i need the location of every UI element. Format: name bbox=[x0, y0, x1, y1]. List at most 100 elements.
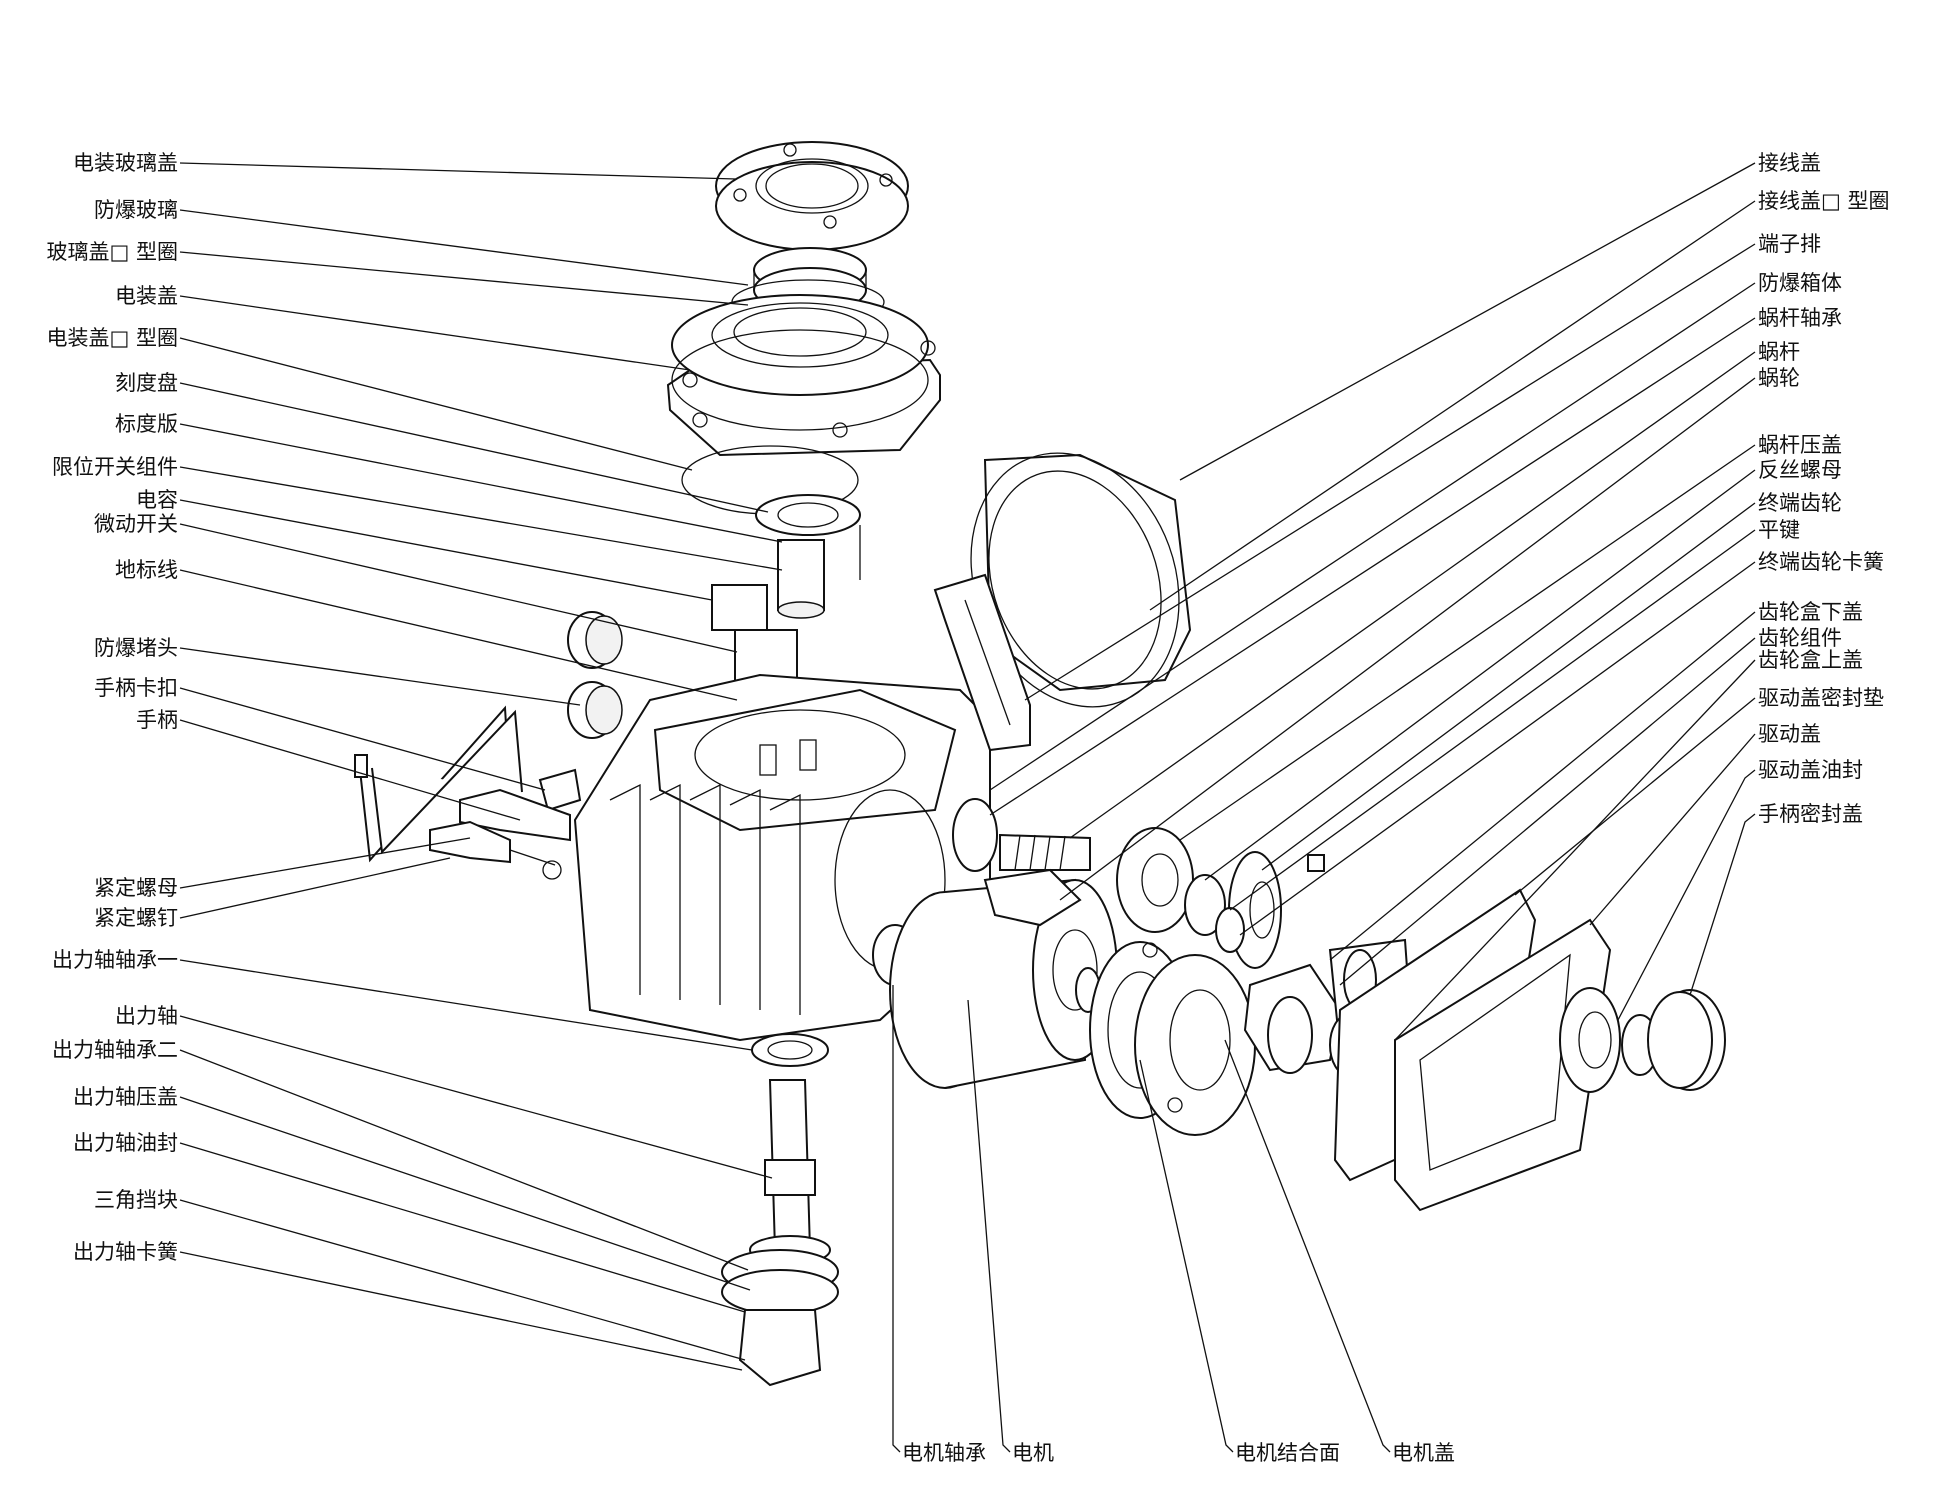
leader-b01 bbox=[892, 985, 901, 1453]
leader-r01 bbox=[1179, 162, 1756, 481]
label-electrical-glass-cover: 电装玻璃盖 bbox=[73, 151, 178, 175]
leader-l13 bbox=[179, 687, 546, 791]
worm-drawing bbox=[952, 798, 1226, 936]
leader-r12 bbox=[1239, 561, 1756, 936]
glass-cover-drawing bbox=[715, 141, 909, 251]
leader-r19 bbox=[1689, 813, 1756, 996]
label-electrical-cover: 电装盖 bbox=[115, 284, 178, 308]
leader-l20 bbox=[179, 1096, 751, 1291]
label-scale-plate: 标度版 bbox=[115, 412, 178, 436]
leader-l18 bbox=[179, 1015, 773, 1179]
label-terminal-gear: 终端齿轮 bbox=[1758, 491, 1842, 515]
label-dial: 刻度盘 bbox=[115, 371, 178, 395]
label-motor: 电机 bbox=[1012, 1441, 1054, 1465]
label-terminal-block: 端子排 bbox=[1758, 232, 1821, 256]
leader-r07 bbox=[1059, 377, 1756, 901]
label-wiring-cover: 接线盖 bbox=[1758, 151, 1821, 175]
label-worm: 蜗杆 bbox=[1758, 340, 1800, 364]
label-output-shaft-circlip: 出力轴卡簧 bbox=[73, 1240, 178, 1264]
label-set-screw: 紧定螺钉 bbox=[94, 906, 178, 930]
leader-l02 bbox=[179, 209, 749, 286]
label-glass-cover-o-ring: 玻璃盖□ 型圈 bbox=[46, 240, 178, 264]
label-output-shaft-bearing-1: 出力轴轴承一 bbox=[52, 948, 178, 972]
leader-b02 bbox=[967, 999, 1011, 1453]
leader-l21 bbox=[179, 1142, 746, 1313]
label-lock-nut: 紧定螺母 bbox=[94, 876, 178, 900]
main-housing-drawing bbox=[573, 673, 991, 1042]
leader-r16 bbox=[1514, 697, 1756, 896]
leader-r09 bbox=[1204, 469, 1756, 881]
leader-b03 bbox=[1139, 1059, 1234, 1453]
leader-l23 bbox=[179, 1251, 743, 1371]
label-output-shaft: 出力轴 bbox=[115, 1004, 178, 1028]
label-capacitor: 电容 bbox=[136, 488, 178, 512]
output-shaft-drawing bbox=[721, 1033, 839, 1387]
leader-l11 bbox=[179, 569, 738, 701]
label-flat-key: 平键 bbox=[1758, 518, 1800, 542]
label-micro-switch: 微动开关 bbox=[94, 512, 178, 536]
leader-r05 bbox=[989, 317, 1756, 816]
leader-r15 bbox=[1394, 659, 1756, 1041]
label-output-shaft-bearing-2: 出力轴轴承二 bbox=[52, 1038, 178, 1062]
leader-l17 bbox=[179, 959, 753, 1051]
leader-r14 bbox=[1339, 637, 1756, 986]
motor-drawing bbox=[889, 878, 1118, 1089]
label-motor-joint-face: 电机结合面 bbox=[1235, 1441, 1340, 1465]
label-triangle-stop: 三角挡块 bbox=[94, 1188, 178, 1212]
dial-and-limit-switch-drawing bbox=[711, 494, 861, 720]
leader-l16 bbox=[179, 857, 451, 919]
leader-l06 bbox=[179, 382, 769, 513]
label-explosion-proof-box: 防爆箱体 bbox=[1758, 271, 1842, 295]
label-ground-wire: 地标线 bbox=[115, 558, 178, 582]
label-explosion-proof-plug: 防爆堵头 bbox=[94, 636, 178, 660]
leader-r08 bbox=[1179, 444, 1756, 841]
actuator-parts bbox=[354, 141, 1726, 1387]
label-worm-gland: 蜗杆压盖 bbox=[1758, 433, 1842, 457]
leader-r02 bbox=[1149, 200, 1756, 611]
leader-l09 bbox=[179, 499, 713, 601]
leader-r04 bbox=[989, 282, 1756, 791]
drive-cover-drawing bbox=[1333, 888, 1726, 1212]
part-labels: 电装玻璃盖 防爆玻璃 玻璃盖□ 型圈 电装盖 电装盖□ 型圈 刻度盘 标度版 限… bbox=[46, 151, 1889, 1465]
label-handle-clip: 手柄卡扣 bbox=[94, 676, 178, 700]
handle-drawing bbox=[354, 705, 582, 863]
leader-l01 bbox=[179, 162, 737, 180]
label-terminal-gear-circlip: 终端齿轮卡簧 bbox=[1758, 550, 1884, 574]
electrical-cover-drawing bbox=[666, 294, 941, 457]
label-output-shaft-gland: 出力轴压盖 bbox=[73, 1085, 178, 1109]
label-electrical-cover-o-ring: 电装盖□ 型圈 bbox=[46, 326, 178, 350]
leader-l04 bbox=[179, 295, 691, 371]
label-wiring-cover-o-ring: 接线盖□ 型圈 bbox=[1758, 189, 1890, 213]
leader-l14 bbox=[179, 719, 521, 821]
label-output-shaft-oil-seal: 出力轴油封 bbox=[73, 1131, 178, 1155]
leader-r17 bbox=[1589, 733, 1756, 926]
label-reverse-thread-nut: 反丝螺母 bbox=[1758, 458, 1842, 482]
label-drive-cover: 驱动盖 bbox=[1758, 722, 1821, 746]
leader-l10 bbox=[179, 523, 738, 653]
label-gearbox-upper-cover: 齿轮盒上盖 bbox=[1758, 648, 1863, 672]
label-worm-wheel: 蜗轮 bbox=[1758, 366, 1800, 390]
leader-r10 bbox=[1261, 502, 1756, 871]
label-limit-switch-assembly: 限位开关组件 bbox=[52, 455, 178, 479]
leader-l12 bbox=[179, 647, 581, 706]
leader-l07 bbox=[179, 423, 783, 543]
label-drive-cover-oil-seal: 驱动盖油封 bbox=[1758, 758, 1863, 782]
leader-r03 bbox=[1024, 243, 1756, 701]
leader-l19 bbox=[179, 1049, 749, 1271]
label-explosion-proof-glass: 防爆玻璃 bbox=[94, 198, 178, 222]
leader-l05 bbox=[179, 337, 693, 471]
explosion-proof-plug-drawing bbox=[567, 611, 623, 739]
leader-l22 bbox=[179, 1199, 746, 1361]
set-screw-drawing bbox=[429, 788, 571, 880]
label-handle-seal-cap: 手柄密封盖 bbox=[1758, 802, 1863, 826]
leader-r06 bbox=[1069, 351, 1756, 839]
label-motor-bearing: 电机轴承 bbox=[902, 1441, 986, 1465]
leader-l08 bbox=[179, 466, 783, 571]
leader-r18 bbox=[1617, 769, 1756, 1021]
label-drive-cover-gasket: 驱动盖密封垫 bbox=[1758, 686, 1884, 710]
leader-r13 bbox=[1329, 611, 1756, 961]
terminal-gear-drawing bbox=[1215, 851, 1325, 969]
label-motor-cover: 电机盖 bbox=[1392, 1441, 1455, 1465]
